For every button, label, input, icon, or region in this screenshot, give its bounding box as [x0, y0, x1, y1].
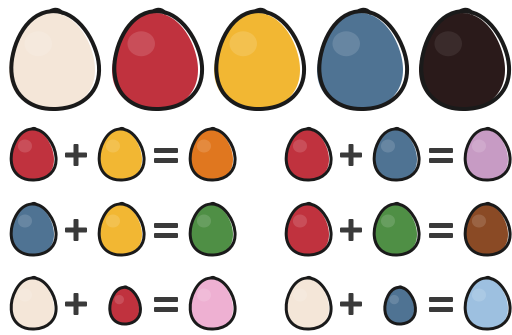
mix-equation-orange	[9, 127, 236, 181]
red-paint-blob	[110, 8, 204, 112]
plus-sign	[340, 144, 362, 166]
pink-result-blob	[188, 276, 236, 330]
red-blob	[284, 127, 332, 181]
cream-paint-blob	[7, 8, 101, 112]
equals-sign	[154, 297, 178, 312]
mix-equation-purple	[284, 127, 511, 181]
plus-sign	[65, 219, 87, 241]
equals-sign	[154, 223, 178, 238]
black-paint-blob	[417, 8, 511, 112]
red-blob	[9, 127, 57, 181]
cream-blob	[9, 276, 57, 330]
equals-sign	[429, 223, 453, 238]
cream-blob	[284, 276, 332, 330]
blue-paint-blob	[315, 8, 409, 112]
purple-result-blob	[463, 127, 511, 181]
plus-sign	[65, 144, 87, 166]
red-small-blob	[108, 286, 141, 325]
mix-equation-brown	[284, 202, 511, 256]
light-blue-result-blob	[463, 276, 511, 330]
green-result-blob	[188, 202, 236, 256]
yellow-blob	[97, 202, 145, 256]
brown-result-blob	[463, 202, 511, 256]
blue-blob	[9, 202, 57, 256]
base-paint-row	[7, 8, 511, 112]
blue-blob	[372, 127, 420, 181]
yellow-blob	[97, 127, 145, 181]
mixing-equations	[9, 127, 511, 330]
plus-sign	[340, 219, 362, 241]
green-blob	[372, 202, 420, 256]
equals-sign	[429, 297, 453, 312]
plus-sign	[65, 293, 87, 315]
equals-sign	[154, 148, 178, 163]
red-blob	[284, 202, 332, 256]
yellow-paint-blob	[212, 8, 306, 112]
mix-equation-light-blue	[284, 276, 511, 330]
blue-small-blob	[383, 286, 416, 325]
equals-sign	[429, 148, 453, 163]
orange-result-blob	[188, 127, 236, 181]
mix-equation-green	[9, 202, 236, 256]
mix-equation-pink	[9, 276, 236, 330]
plus-sign	[340, 293, 362, 315]
